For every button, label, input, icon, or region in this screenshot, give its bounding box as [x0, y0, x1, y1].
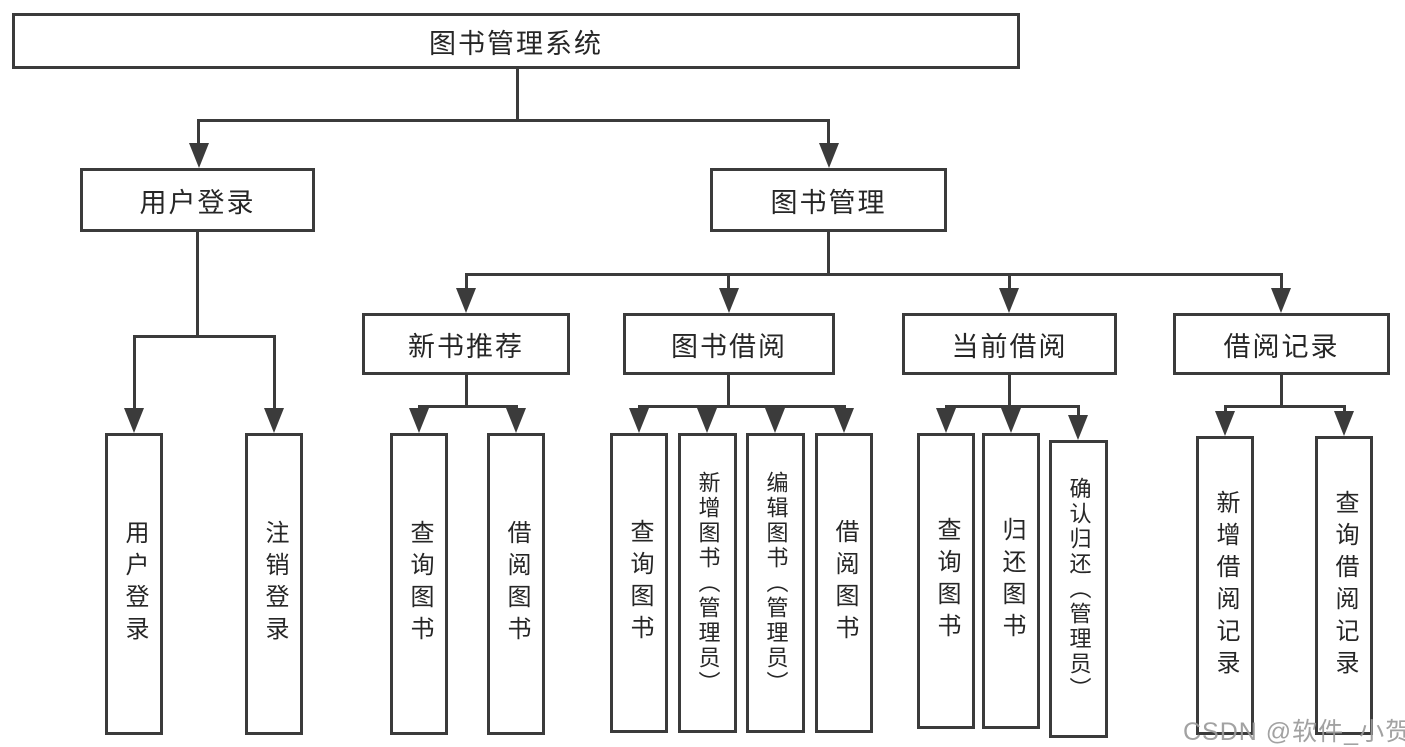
arrow-down-icon — [999, 288, 1019, 313]
connector-drop — [1008, 273, 1011, 288]
node-new-book-recommend: 新书推荐 — [362, 313, 570, 375]
connector-stem — [727, 375, 730, 405]
connector-drop — [706, 405, 709, 410]
connector-drop — [197, 119, 200, 145]
leaf-logout: 注销登录 — [245, 433, 303, 735]
arrow-down-icon — [409, 408, 429, 433]
connector-root-rail — [197, 119, 830, 122]
connector-drop — [1280, 273, 1283, 288]
leaf-confirm-return-admin: 确认归还（管理员） — [1049, 440, 1108, 738]
arrow-down-icon — [697, 408, 717, 433]
connector-drop — [774, 405, 777, 410]
arrow-down-icon — [629, 408, 649, 433]
arrow-down-icon — [189, 143, 209, 168]
connector-stem — [1008, 375, 1011, 405]
node-current-borrow: 当前借阅 — [902, 313, 1117, 375]
leaf-query-books: 查询图书 — [917, 433, 975, 729]
connector-drop — [727, 273, 730, 288]
arrow-down-icon — [1068, 415, 1088, 440]
leaf-borrow-books: 借阅图书 — [487, 433, 545, 735]
connector-stem — [196, 232, 199, 335]
arrow-down-icon — [819, 143, 839, 168]
arrow-down-icon — [765, 408, 785, 433]
arrow-down-icon — [834, 408, 854, 433]
arrow-down-icon — [1334, 411, 1354, 436]
connector-drop — [1343, 405, 1346, 413]
connector-stem — [827, 232, 830, 273]
connector-drop — [1224, 405, 1227, 413]
connector-rail — [133, 335, 275, 338]
leaf-add-books-admin: 新增图书（管理员） — [678, 433, 737, 733]
connector-rail — [418, 405, 518, 408]
arrow-down-icon — [506, 408, 526, 433]
node-book-management: 图书管理 — [710, 168, 947, 232]
node-library-system: 图书管理系统 — [12, 13, 1020, 69]
arrow-down-icon — [1271, 288, 1291, 313]
connector-stem — [1280, 375, 1283, 405]
connector-rail — [465, 273, 1282, 276]
arrow-down-icon — [1001, 408, 1021, 433]
connector-rail — [1224, 405, 1345, 408]
connector-drop — [1077, 405, 1080, 417]
arrow-down-icon — [719, 288, 739, 313]
arrow-down-icon — [456, 288, 476, 313]
arrow-down-icon — [124, 408, 144, 433]
leaf-user-login: 用户登录 — [105, 433, 163, 735]
leaf-query-books: 查询图书 — [610, 433, 668, 733]
node-borrow-records: 借阅记录 — [1173, 313, 1390, 375]
leaf-edit-books-admin: 编辑图书（管理员） — [746, 433, 805, 733]
leaf-query-borrow-record: 查询借阅记录 — [1315, 436, 1373, 735]
node-user-login: 用户登录 — [80, 168, 315, 232]
connector-drop — [515, 405, 518, 410]
connector-drop — [638, 405, 641, 410]
connector-rail — [638, 405, 846, 408]
connector-drop — [827, 119, 830, 145]
leaf-query-books: 查询图书 — [390, 433, 448, 735]
leaf-borrow-books: 借阅图书 — [815, 433, 873, 733]
connector-drop — [843, 405, 846, 410]
watermark: CSDN @软件_小贺同学 — [1183, 718, 1405, 746]
arrow-down-icon — [936, 408, 956, 433]
connector-drop — [133, 335, 136, 409]
arrow-down-icon — [264, 408, 284, 433]
connector-drop — [465, 273, 468, 288]
connector-root-stem — [516, 69, 519, 119]
leaf-add-borrow-record: 新增借阅记录 — [1196, 436, 1254, 735]
connector-drop — [418, 405, 421, 410]
arrow-down-icon — [1215, 411, 1235, 436]
connector-stem — [465, 375, 468, 405]
connector-drop — [1010, 405, 1013, 410]
connector-drop — [945, 405, 948, 410]
leaf-return-books: 归还图书 — [982, 433, 1040, 729]
node-book-borrow: 图书借阅 — [623, 313, 835, 375]
connector-drop — [273, 335, 276, 409]
